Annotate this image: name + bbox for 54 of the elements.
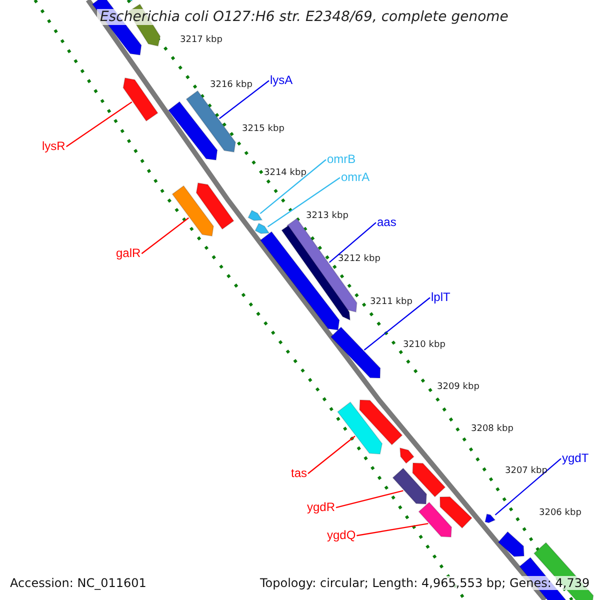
scale-label: 3211 kbp <box>370 298 412 307</box>
leader-line <box>260 159 326 214</box>
scale-label: 3208 kbp <box>471 425 514 434</box>
gene-label: tas <box>291 467 308 479</box>
leader-line <box>328 222 376 263</box>
gene-block <box>418 502 452 538</box>
gene-label: ygdQ <box>327 529 356 541</box>
leader-line <box>141 217 189 254</box>
accession-text: Accession: NC_011601 <box>8 576 148 590</box>
gene-block <box>440 496 473 529</box>
gene-block <box>484 514 496 524</box>
scale-label: 3206 kbp <box>539 509 582 518</box>
scale-label: 3209 kbp <box>437 383 480 392</box>
gene-block <box>196 182 234 230</box>
scale-label: 3210 kbp <box>403 341 446 350</box>
gene-label: lysA <box>270 74 293 86</box>
scale-label: 3207 kbp <box>505 467 548 476</box>
gene-label: lplT <box>431 291 450 303</box>
scale-label: 3212 kbp <box>338 255 380 264</box>
genome-summary-text: Topology: circular; Length: 4,965,553 bp; Genes: 4,739 <box>258 576 592 590</box>
scale-label: 3213 kbp <box>306 212 348 221</box>
gene-block <box>399 447 415 464</box>
gene-block <box>392 468 428 505</box>
gene-label: ygdR <box>307 501 336 513</box>
gene-block <box>122 77 158 122</box>
scale-label: 3215 kbp <box>242 125 284 134</box>
scale-label: 3216 kbp <box>210 81 252 90</box>
gene-block <box>248 210 263 221</box>
gene-label: lysR <box>42 140 66 152</box>
leader-line <box>494 458 562 516</box>
gene-block <box>168 101 218 161</box>
gene-block <box>254 222 270 234</box>
gene-label: galR <box>116 247 141 259</box>
gene-label: omrB <box>327 153 356 165</box>
gene-label: aas <box>377 216 396 228</box>
leader-line <box>356 522 428 536</box>
leader-line <box>308 436 356 474</box>
gene-block <box>330 326 381 379</box>
scale-label: 3217 kbp <box>180 36 222 45</box>
leader-line <box>336 490 404 508</box>
gene-block <box>186 90 236 153</box>
leader-line <box>267 177 340 228</box>
leader-line <box>218 80 270 120</box>
gene-label: omrA <box>341 171 370 183</box>
gene-block <box>359 399 403 446</box>
scale-label: 3214 kbp <box>264 169 306 178</box>
leader-line <box>66 102 132 148</box>
gene-block <box>498 531 525 557</box>
leader-line <box>364 297 430 350</box>
gene-block <box>412 462 446 498</box>
gene-block <box>336 401 383 455</box>
gene-block <box>172 185 214 237</box>
gene-label: ygdT <box>562 452 589 464</box>
gene-block <box>260 231 340 331</box>
